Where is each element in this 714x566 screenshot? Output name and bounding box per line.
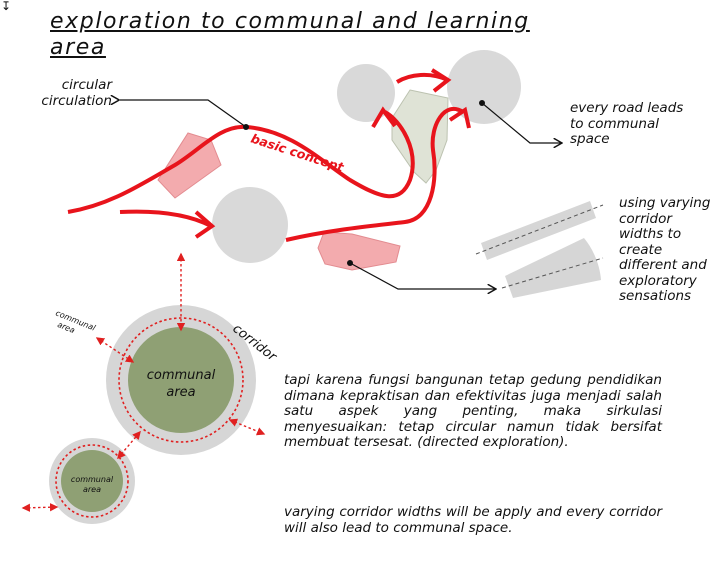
- corridor-sample-wide: [505, 238, 601, 298]
- circulation-path: [67, 110, 415, 214]
- arrowhead-top: [430, 68, 452, 93]
- arrowhead-up-left: [371, 106, 397, 129]
- communal-node-top-left: [337, 64, 395, 122]
- access-arrow-link: [117, 430, 141, 460]
- arrowhead-up-right: [448, 106, 471, 129]
- corridor-zone-left: [157, 132, 222, 199]
- circulation-branch-lower: [119, 209, 212, 228]
- leader-line-circulation: [118, 100, 247, 128]
- paragraph-english: varying corridor widths will be apply an…: [284, 504, 662, 536]
- communal-space-shape: [391, 89, 449, 184]
- page-title: exploration to communal and learning are…: [50, 9, 530, 60]
- leader-line-corridor: [349, 262, 496, 289]
- arrowhead-middle: [194, 210, 216, 239]
- access-arrow-bottom-left: [21, 503, 59, 512]
- corridor-sample-narrow: [481, 201, 596, 260]
- corridor-dotted-ring-small: [55, 444, 129, 518]
- access-arrow-right: [228, 418, 266, 436]
- basic-concept-label: basic concept: [249, 131, 346, 175]
- communal-node-middle: [212, 187, 288, 263]
- communal-area-big: [128, 327, 234, 433]
- corridor-sample-narrow-axis: [475, 204, 604, 255]
- paragraph-indonesian: tapi karena fungsi bangunan tetap gedung…: [284, 372, 662, 450]
- every-road-label: every road leads to communal space: [570, 100, 684, 147]
- circular-circulation-label: circular circulation: [41, 77, 112, 109]
- corridor-sample-wide-axis: [501, 257, 604, 289]
- circulation-branch-bottom: [285, 107, 465, 242]
- leader-line-road: [481, 102, 562, 143]
- corner-arrow-icon: ↧: [1, 0, 12, 13]
- access-arrow-left: [95, 337, 135, 363]
- communal-area-tiny-label: communalarea: [51, 309, 98, 343]
- corridor-zone-bottom: [317, 231, 401, 271]
- communal-node-top-right: [447, 50, 521, 124]
- communal-area-small: [61, 450, 123, 512]
- corridor-widths-label: using varying corridor widths to create …: [619, 195, 711, 304]
